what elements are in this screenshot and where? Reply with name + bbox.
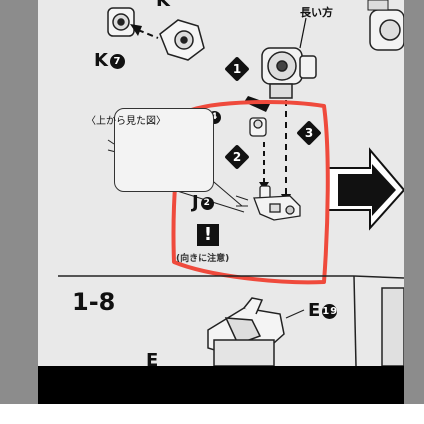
label-e19: E19: [308, 300, 339, 321]
section-number: 1-8: [72, 288, 116, 316]
step-3-marker: 3: [296, 120, 322, 146]
instruction-illustration: [58, 0, 404, 366]
label-caution: (向きに注意): [176, 254, 230, 264]
label-e-bottom: E: [146, 350, 160, 366]
leader-line-long: [299, 17, 307, 49]
bottom-black-bar: [38, 366, 404, 404]
label-k-top: K: [156, 0, 171, 11]
bottom-white-strip: [0, 404, 424, 424]
instruction-photo: K7 K 長い方 1 2 3 K4 〈上から見た図〉 J2 ! (向きに注意) …: [38, 0, 404, 366]
part-k4-drawing: [249, 117, 267, 137]
dashed-arrow-k7: [137, 29, 159, 39]
big-right-arrow: [327, 147, 404, 231]
part-top-right-drawing: [369, 9, 404, 51]
part-j2-drawing: [253, 185, 301, 221]
step-1-marker: 1: [224, 56, 250, 82]
red-highlight-box: [171, 100, 330, 285]
right-gray-border: [404, 0, 424, 404]
label-long-side: 長い方: [300, 6, 333, 19]
left-gray-border: [0, 0, 38, 404]
label-top-view: 〈上から見た図〉: [86, 116, 166, 127]
step-2-marker: 2: [224, 144, 250, 170]
warning-icon: !: [197, 224, 219, 246]
part-e19-drawing: [207, 297, 285, 366]
part-k7-drawing: [107, 7, 205, 61]
part-long-side-drawing: [261, 47, 317, 99]
top-view-callout: [114, 108, 214, 192]
